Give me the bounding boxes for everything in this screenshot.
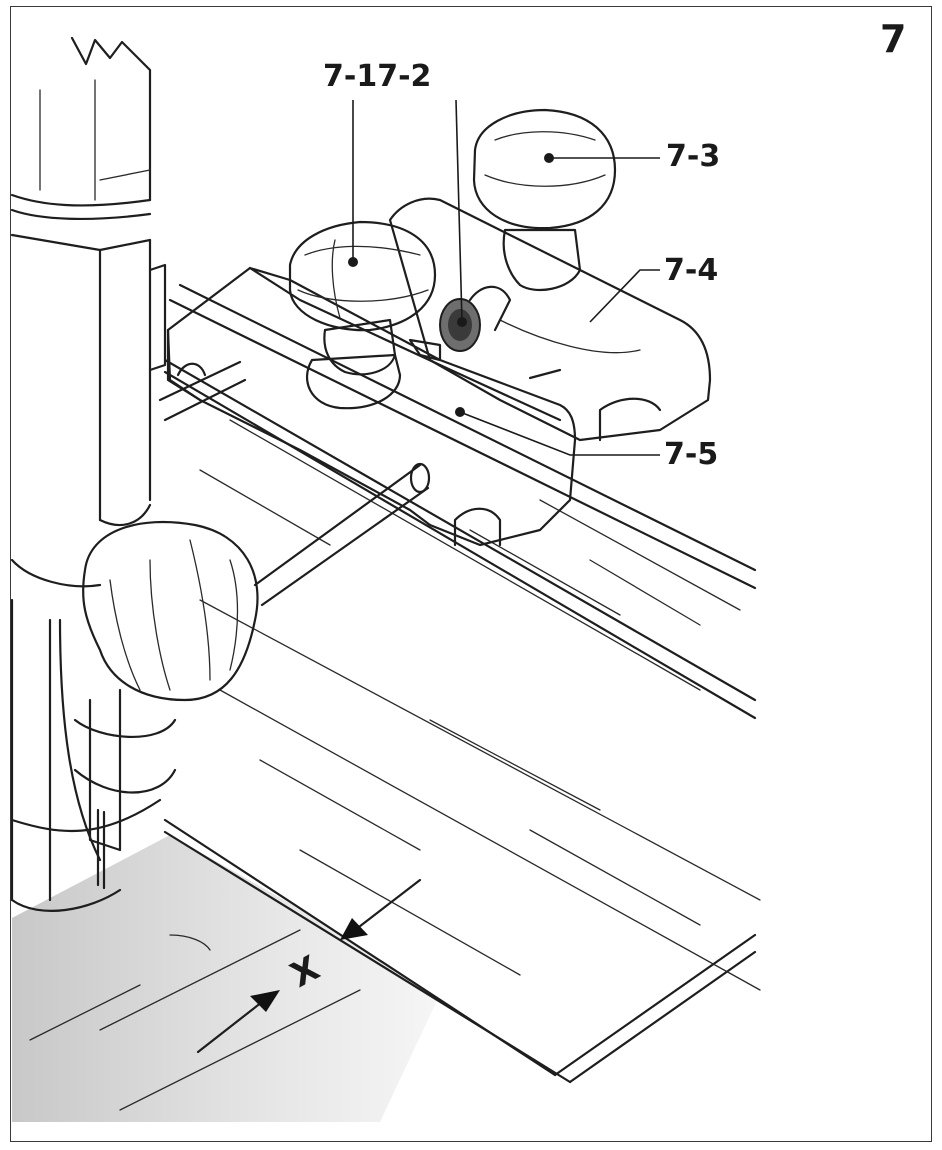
- knob-7-17-2: [288, 220, 437, 410]
- front-knob: [82, 520, 259, 702]
- fence-block-7-5: [166, 266, 577, 547]
- callout-7-5: 7-5: [664, 437, 719, 472]
- callout-7-17-2: 7-17-2: [323, 59, 432, 94]
- rear-fence-block: [388, 197, 712, 442]
- figure-number: 7: [880, 17, 907, 61]
- callout-leaders: [352, 99, 660, 456]
- knob-7-3: [472, 108, 617, 292]
- figure-frame: [10, 6, 932, 1142]
- workpiece-surface: [12, 835, 442, 1122]
- router-body: [10, 35, 177, 912]
- workpiece-board: [163, 599, 761, 1084]
- callout-7-3: 7-3: [666, 139, 721, 174]
- guide-rod: [158, 360, 562, 607]
- adjusting-wheel: [408, 285, 512, 362]
- dimension-arrows: [196, 878, 422, 1054]
- callout-7-4: 7-4: [664, 253, 719, 288]
